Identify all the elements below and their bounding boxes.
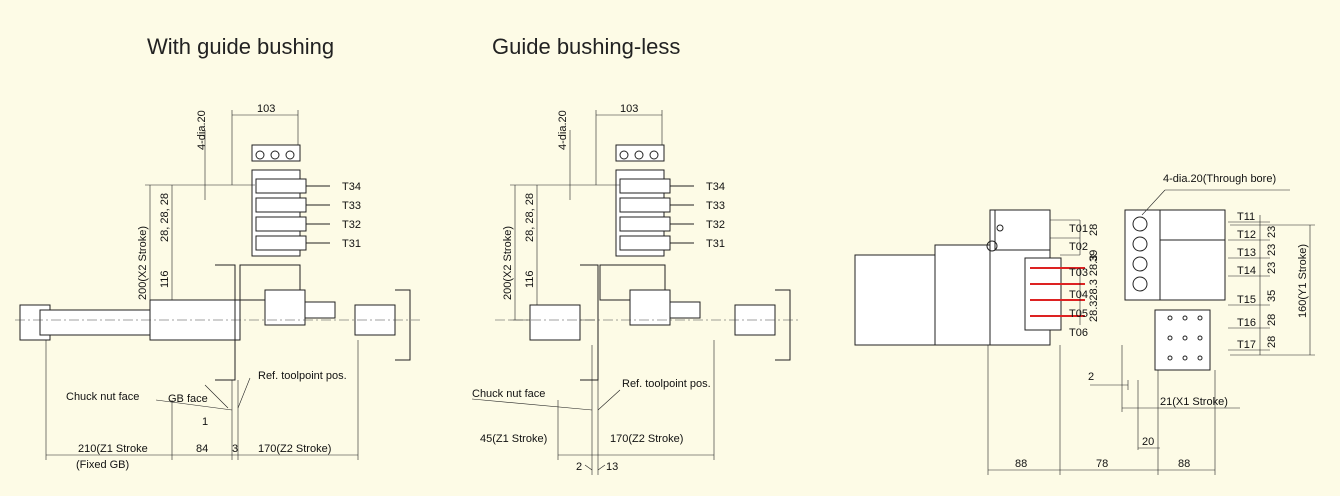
label-mid-t32: T32 (706, 219, 725, 231)
dim-right-88b: 88 (1178, 458, 1190, 470)
label-left-t32: T32 (342, 219, 361, 231)
label-mid-ref-toolpoint: Ref. toolpoint pos. (622, 378, 711, 390)
dim-mid-z1-stroke: 45(Z1 Stroke) (480, 433, 547, 445)
label-t01: T01 (1069, 223, 1088, 235)
tool-holders (255, 178, 330, 251)
dim-left-103: 103 (257, 103, 275, 115)
label-t17: T17 (1237, 339, 1256, 351)
label-t16: T16 (1237, 317, 1256, 329)
view-side (854, 189, 1315, 475)
dim-right-39: 39 (1088, 250, 1100, 262)
label-through-bore: 4-dia.20(Through bore) (1163, 173, 1276, 185)
dim-left-28-28-28: 28, 28, 28 (159, 193, 171, 242)
dim-right-23b: 23 (1266, 244, 1278, 256)
dim-mid-103: 103 (620, 103, 638, 115)
label-t02: T02 (1069, 241, 1088, 253)
dim-left-4dia20: 4-dia.20 (196, 110, 208, 150)
dim-right-x1-stroke: 21(X1 Stroke) (1160, 396, 1228, 408)
dim-left-116: 116 (159, 270, 171, 288)
label-fixed-gb: (Fixed GB) (76, 459, 129, 471)
dim-left-1: 1 (202, 416, 208, 428)
dim-mid-2: 2 (576, 461, 582, 473)
dim-mid-x2-stroke: 200(X2 Stroke) (502, 226, 514, 300)
dim-left-3: 3 (232, 443, 238, 455)
dim-right-78: 78 (1096, 458, 1108, 470)
dim-right-23c: 23 (1266, 262, 1278, 274)
label-t13: T13 (1237, 247, 1256, 259)
dim-left-x2-stroke: 200(X2 Stroke) (137, 226, 149, 300)
label-t14: T14 (1237, 265, 1256, 277)
dim-right-y1-stroke: 160(Y1 Stroke) (1297, 244, 1309, 318)
title-with-guide-bushing: With guide bushing (147, 34, 335, 59)
label-t06: T06 (1069, 327, 1088, 339)
view-with-guide-bushing (15, 110, 420, 460)
label-left-t34: T34 (342, 181, 361, 193)
label-left-t31: T31 (342, 238, 361, 250)
dim-left-84: 84 (196, 443, 208, 455)
label-t15: T15 (1237, 294, 1256, 306)
dim-right-28b: 28 (1266, 314, 1278, 326)
view-guide-bushing-less (471, 110, 800, 475)
dim-right-20: 20 (1142, 436, 1154, 448)
label-mid-t34: T34 (706, 181, 725, 193)
label-left-t33: T33 (342, 200, 361, 212)
label-t05: T05 (1069, 308, 1088, 320)
label-t11: T11 (1237, 211, 1255, 223)
dim-mid-13: 13 (606, 461, 618, 473)
dim-left-z1-stroke: 210(Z1 Stroke (78, 443, 148, 455)
dim-mid-28-28-28: 28, 28, 28 (524, 193, 536, 242)
label-mid-t31: T31 (706, 238, 725, 250)
label-mid-chuck-nut-face: Chuck nut face (472, 388, 545, 400)
title-guide-bushing-less: Guide bushing-less (492, 34, 681, 59)
label-t04: T04 (1069, 289, 1088, 301)
dim-right-stack: 28.328.3 28.3 (1088, 255, 1100, 322)
label-gb-face: GB face (168, 393, 208, 405)
dim-right-28c: 28 (1266, 336, 1278, 348)
label-left-ref-toolpoint: Ref. toolpoint pos. (258, 370, 347, 382)
dim-right-28: 28 (1088, 224, 1100, 236)
dim-right-2: 2 (1088, 371, 1094, 383)
label-mid-t33: T33 (706, 200, 725, 212)
dim-right-88a: 88 (1015, 458, 1027, 470)
label-t12: T12 (1237, 229, 1256, 241)
dim-right-23a: 23 (1266, 226, 1278, 238)
motor (854, 254, 936, 346)
dim-left-z2-stroke: 170(Z2 Stroke) (258, 443, 331, 455)
label-t03: T03 (1069, 267, 1088, 279)
dim-right-35: 35 (1266, 290, 1278, 302)
dim-mid-z2-stroke: 170(Z2 Stroke) (610, 433, 683, 445)
dim-mid-4dia20: 4-dia.20 (557, 110, 569, 150)
label-left-chuck-nut-face: Chuck nut face (66, 391, 139, 403)
dim-mid-116: 116 (524, 270, 536, 288)
